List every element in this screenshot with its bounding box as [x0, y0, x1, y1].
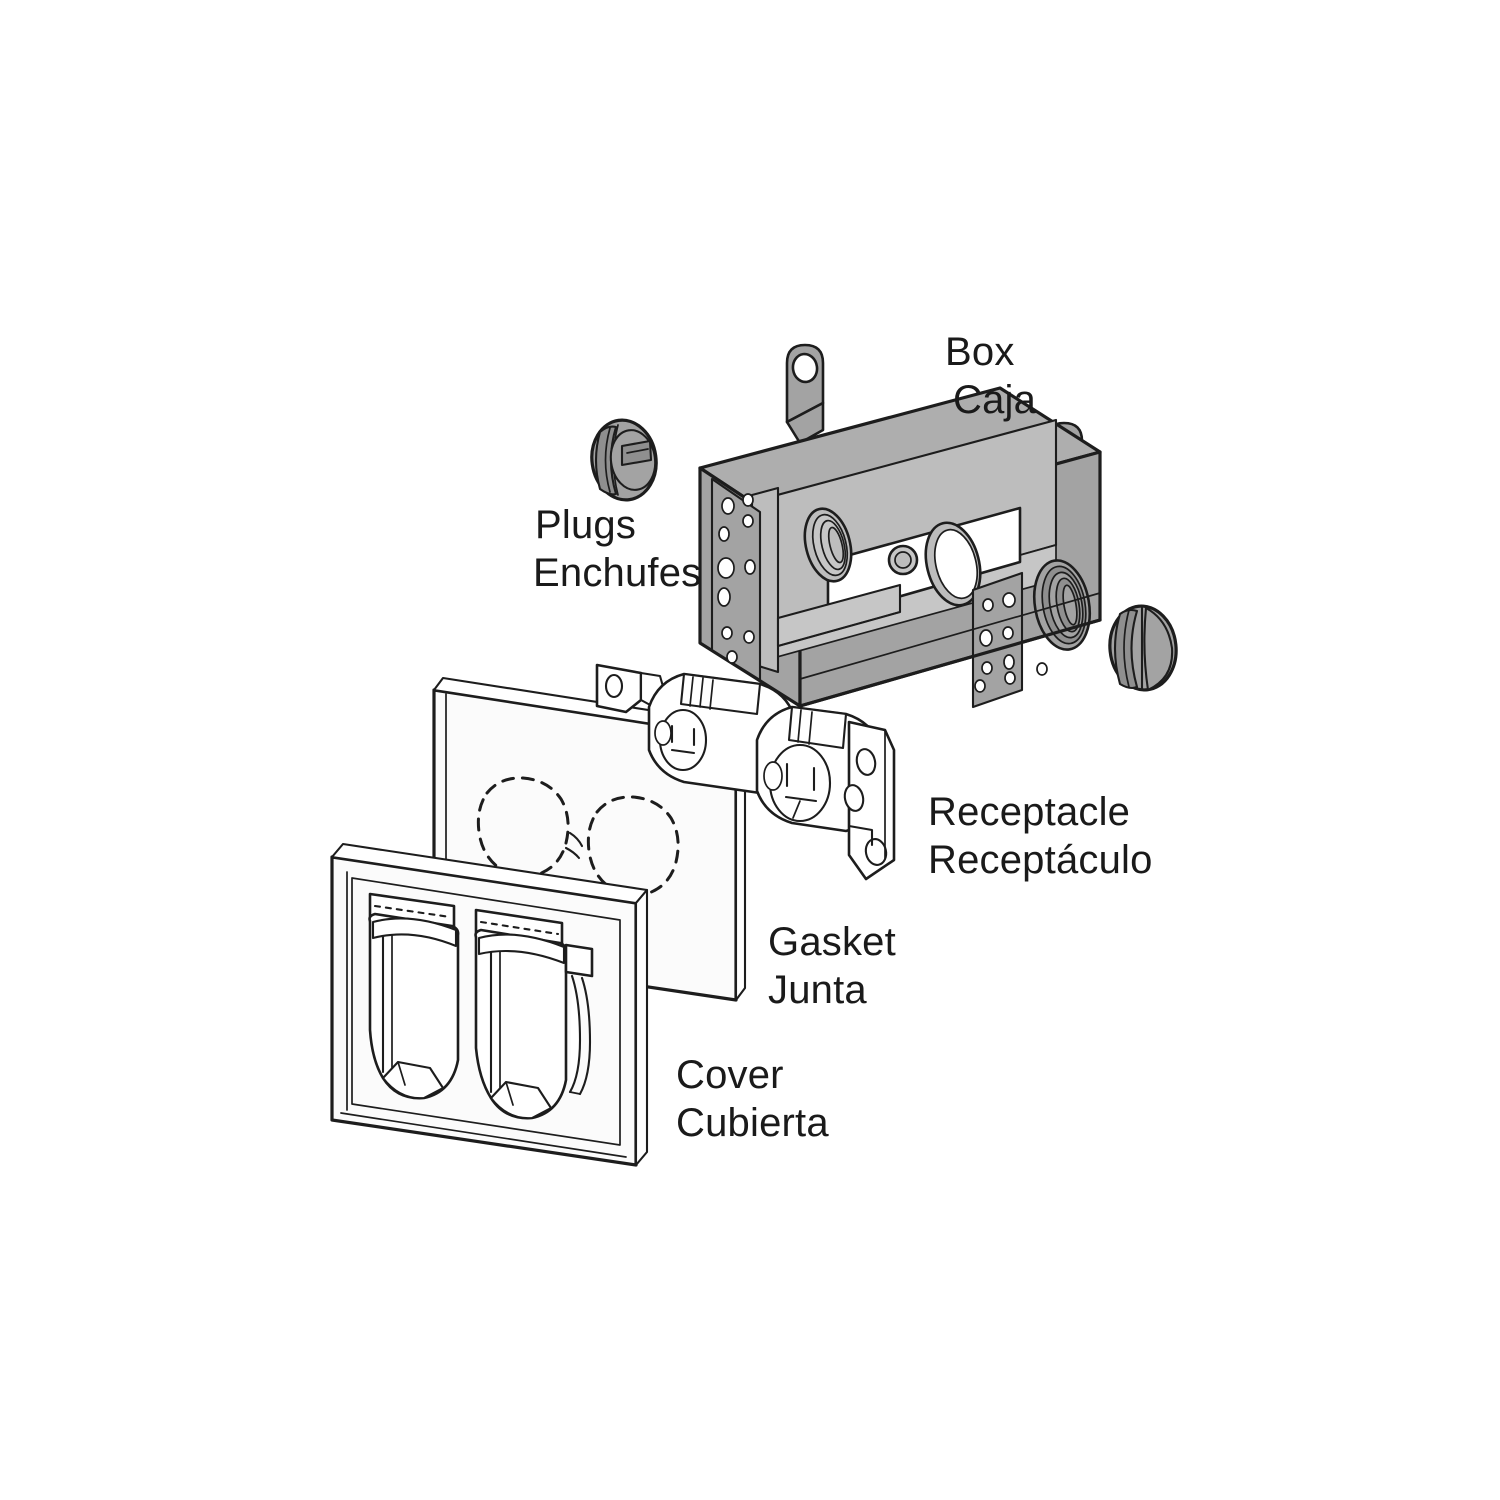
label-plugs-spanish: Enchufes [533, 551, 701, 595]
label-gasket: Gasket Junta [768, 920, 896, 1012]
label-gasket-spanish: Junta [768, 968, 867, 1012]
receptacle-strap-right [843, 720, 896, 881]
label-receptacle-spanish: Receptáculo [928, 838, 1153, 882]
box-bottom-flange [799, 592, 1101, 693]
cover-flip-lid-left [368, 892, 460, 1100]
plug-icon [1108, 604, 1178, 692]
receptacle-icon [595, 663, 896, 881]
box-left-flange [710, 477, 762, 682]
receptacle-strap-upper [595, 663, 666, 714]
label-plugs: Plugs Enchufes [533, 503, 701, 595]
label-gasket-english: Gasket [768, 920, 896, 964]
label-box-english: Box [945, 330, 1015, 374]
plug-icon [590, 418, 658, 502]
label-box-spanish: Caja [953, 378, 1037, 422]
box-knockout-rear-left [803, 507, 853, 583]
gasket-cutout-right [586, 795, 680, 897]
label-cover-spanish: Cubierta [676, 1101, 829, 1145]
box-mounting-ear-left [785, 343, 825, 445]
callout-labels: Box Caja Plugs Enchufes Receptacle Recep… [533, 330, 1153, 1145]
label-plugs-english: Plugs [535, 503, 636, 547]
cover-icon [330, 842, 649, 1167]
label-cover: Cover Cubierta [676, 1053, 829, 1145]
label-receptacle-english: Receptacle [928, 790, 1130, 834]
box-threaded-hub-right [1032, 559, 1092, 651]
label-box: Box Caja [945, 330, 1037, 422]
box-icon [698, 343, 1102, 709]
cover-flip-lid-right [474, 908, 594, 1120]
box-knockout-rear-center [924, 521, 982, 607]
gasket-cutout-left [476, 776, 570, 878]
label-receptacle: Receptacle Receptáculo [928, 790, 1153, 882]
label-cover-english: Cover [676, 1053, 784, 1097]
